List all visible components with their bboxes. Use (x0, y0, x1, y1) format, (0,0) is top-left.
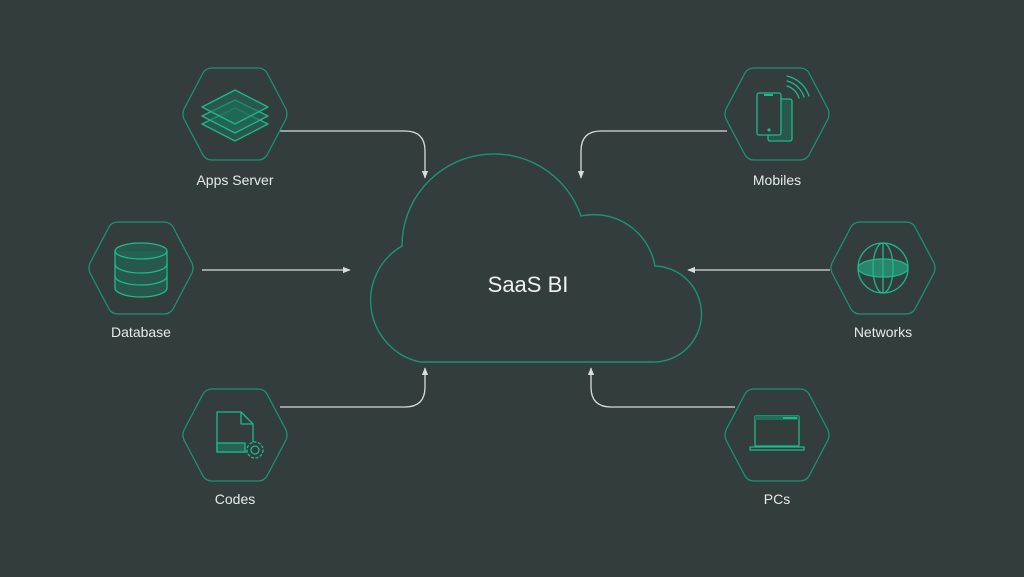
connector-apps-server (280, 130, 429, 179)
mobile-icon (756, 75, 810, 142)
cloud-node: SaaS BI (369, 153, 703, 363)
hexagon-frame (724, 388, 830, 482)
center-label: SaaS BI (488, 272, 569, 297)
node-label: Apps Server (196, 172, 273, 188)
node-codes: Codes (182, 388, 288, 507)
globe-icon (857, 242, 909, 294)
database-icon (114, 242, 168, 298)
connector-mobiles (577, 130, 727, 179)
laptop-icon (749, 415, 805, 451)
node-label: Database (111, 324, 171, 340)
node-apps-server: Apps Server (182, 67, 288, 188)
node-mobiles: Mobiles (724, 67, 830, 188)
hexagon-frame (182, 388, 288, 482)
node-label: Codes (215, 491, 255, 507)
connector-pcs (587, 367, 735, 408)
cloud-icon (369, 153, 703, 363)
connector-codes (280, 367, 429, 408)
code-file-icon (216, 411, 264, 459)
layers-icon (201, 89, 269, 142)
node-database: Database (88, 221, 194, 340)
node-label: Networks (854, 324, 912, 340)
node-label: PCs (764, 491, 790, 507)
node-pcs: PCs (724, 388, 830, 507)
connectors (202, 130, 830, 408)
node-networks: Networks (830, 221, 936, 340)
node-label: Mobiles (753, 172, 801, 188)
